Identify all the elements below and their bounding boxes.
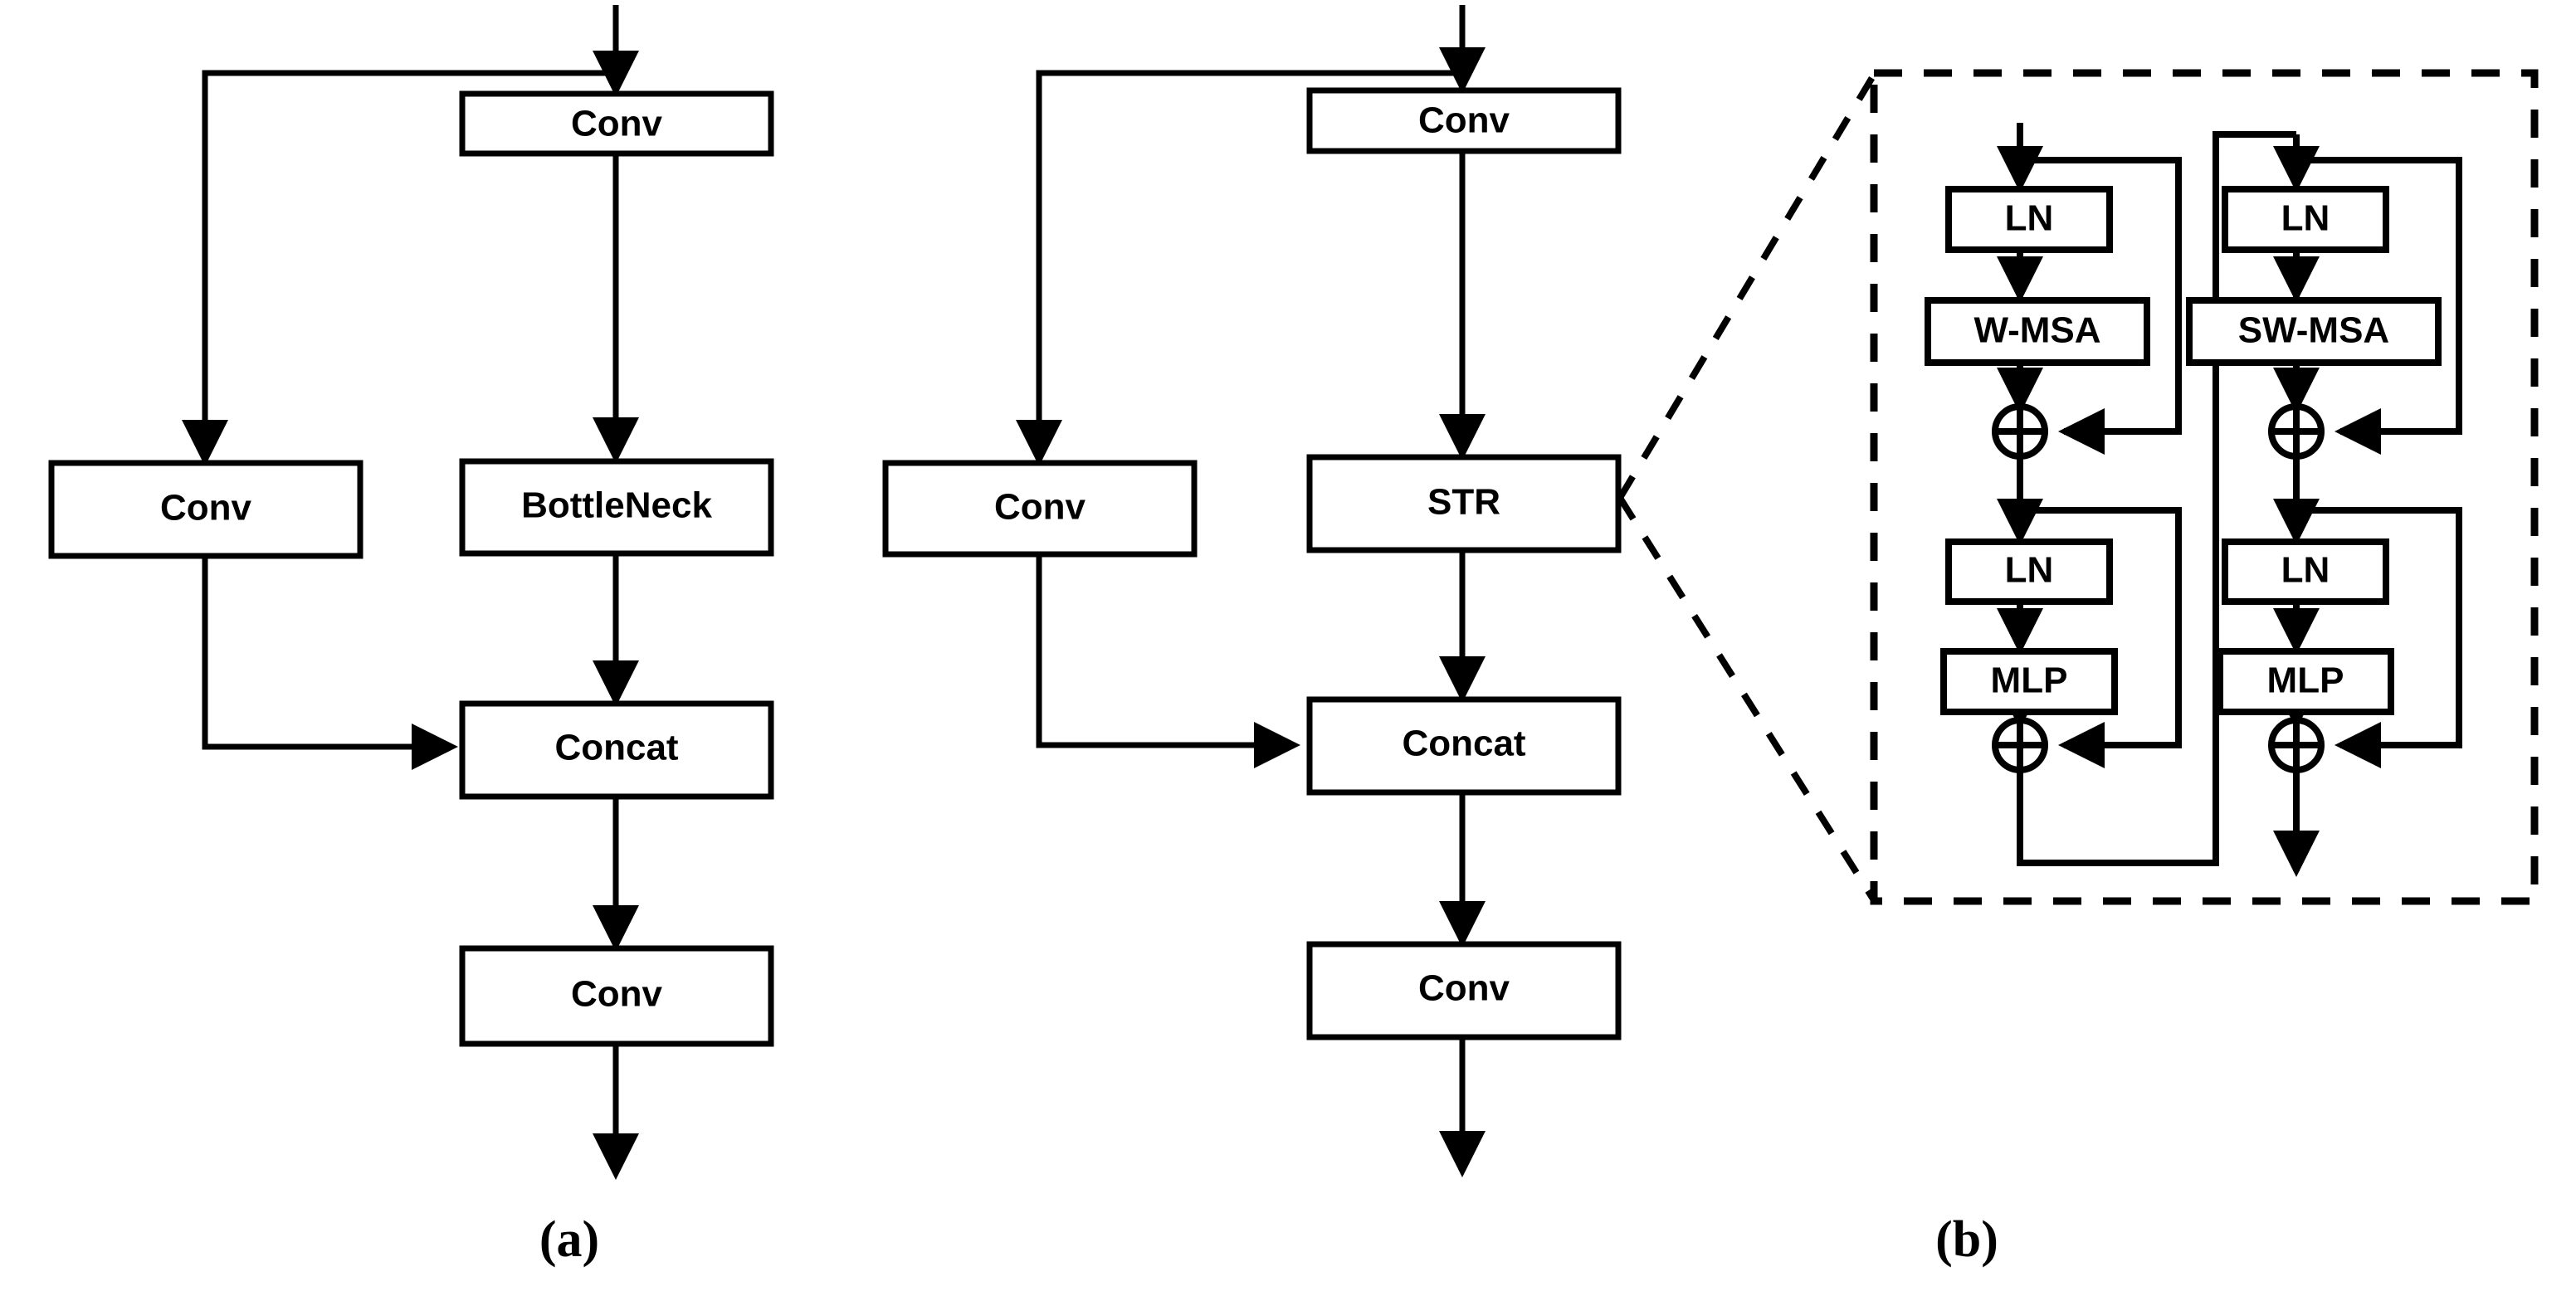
node-a-conv-left-label: Conv	[160, 488, 252, 529]
node-b-concat[interactable]: Concat	[1306, 696, 1622, 796]
node-ln2-left[interactable]: LN	[1945, 538, 2113, 605]
plus-glyph	[1995, 407, 2045, 456]
node-a-bottleneck[interactable]: BottleNeck	[459, 458, 774, 557]
node-a-conv-top[interactable]: Conv	[459, 90, 774, 157]
node-box	[1306, 87, 1622, 154]
panel-b: Conv Conv STR Concat Conv	[882, 5, 1998, 1268]
panel-b-caption: (b)	[1935, 1211, 1998, 1268]
node-a-conv-top-label: Conv	[571, 104, 663, 144]
plus-glyph	[1995, 720, 2045, 770]
node-ln2-right-label: LN	[2281, 550, 2330, 591]
node-b-str[interactable]: STR	[1306, 454, 1622, 553]
node-box	[1306, 696, 1622, 796]
node-b-conv-left[interactable]: Conv	[882, 460, 1198, 558]
node-ln1-left-label: LN	[2005, 198, 2054, 239]
edge-swmsa-residual1	[2296, 157, 2462, 455]
node-add2-right[interactable]	[2268, 717, 2325, 773]
node-box	[1940, 648, 2118, 715]
node-a-concat[interactable]: Concat	[459, 700, 774, 800]
str-detail-panel: LN W-MSA LN MLP	[1870, 69, 2539, 905]
edge-a-branch-to-conv-left	[182, 70, 616, 466]
node-box	[2186, 297, 2442, 366]
plus-glyph	[2271, 407, 2321, 456]
node-box	[1945, 538, 2113, 605]
edge-wmsa-residual1	[2020, 157, 2182, 455]
node-box	[459, 90, 774, 157]
node-box	[2222, 538, 2389, 605]
node-b-conv-top-label: Conv	[1418, 100, 1510, 141]
plus-glyph	[2271, 720, 2321, 770]
w-msa-edges	[1997, 123, 2296, 866]
node-b-conv-bottom-label: Conv	[1418, 968, 1510, 1009]
node-ln1-right[interactable]: LN	[2222, 186, 2389, 253]
callout-leader-lower	[1617, 495, 1877, 903]
node-a-concat-label: Concat	[554, 728, 678, 768]
node-wmsa[interactable]: W-MSA	[1925, 297, 2150, 366]
node-a-conv-left[interactable]: Conv	[48, 460, 363, 559]
node-swmsa-label: SW-MSA	[2238, 310, 2389, 351]
node-add1-left[interactable]	[1992, 403, 2048, 460]
node-box	[459, 458, 774, 557]
node-box	[2217, 648, 2394, 715]
node-box	[1306, 941, 1622, 1040]
node-add2-left[interactable]	[1992, 717, 2048, 773]
w-msa-block: LN W-MSA LN MLP	[1925, 123, 2296, 866]
callout-leader-lines	[1617, 72, 1877, 903]
node-box	[882, 460, 1198, 558]
node-ln1-right-label: LN	[2281, 198, 2330, 239]
panel-a: Conv Conv BottleNeck Concat Conv (a)	[48, 5, 774, 1268]
node-b-conv-left-label: Conv	[994, 487, 1086, 528]
edge-wmsa-residual2	[2020, 507, 2182, 768]
node-b-concat-label: Concat	[1402, 724, 1525, 764]
node-box	[1945, 186, 2113, 253]
node-mlp-right[interactable]: MLP	[2217, 648, 2394, 715]
node-a-conv-bottom[interactable]: Conv	[459, 945, 774, 1047]
node-mlp-left-label: MLP	[1991, 660, 2068, 701]
node-add1-right[interactable]	[2268, 403, 2325, 460]
node-ln2-left-label: LN	[2005, 550, 2054, 591]
str-detail-dashed-border	[1870, 69, 2539, 905]
node-a-conv-bottom-label: Conv	[571, 974, 663, 1015]
node-ln2-right[interactable]: LN	[2222, 538, 2389, 605]
edge-b-branch-to-conv-left	[1016, 70, 1462, 466]
panel-b-nodes: Conv Conv STR Concat Conv	[882, 87, 1622, 1040]
node-mlp-right-label: MLP	[2267, 660, 2344, 701]
sw-msa-edges	[2273, 134, 2462, 877]
node-b-conv-top[interactable]: Conv	[1306, 87, 1622, 154]
node-wmsa-label: W-MSA	[1973, 310, 2100, 351]
sw-msa-block: LN SW-MSA LN MLP	[2186, 134, 2462, 877]
node-box	[459, 700, 774, 800]
node-box	[48, 460, 363, 559]
callout-leader-upper	[1617, 72, 1877, 500]
panel-a-caption: (a)	[539, 1211, 599, 1268]
node-ln1-left[interactable]: LN	[1945, 186, 2113, 253]
panel-a-nodes: Conv Conv BottleNeck Concat Conv	[48, 90, 774, 1047]
panel-b-edges	[1016, 5, 1486, 1177]
node-box	[459, 945, 774, 1047]
edge-b-convleft-to-concat	[1036, 554, 1300, 768]
node-b-conv-bottom[interactable]: Conv	[1306, 941, 1622, 1040]
node-mlp-left[interactable]: MLP	[1940, 648, 2118, 715]
node-swmsa[interactable]: SW-MSA	[2186, 297, 2442, 366]
panel-a-edges	[182, 5, 639, 1180]
edge-a-convleft-to-concat	[202, 556, 458, 770]
node-box	[1306, 454, 1622, 553]
node-box	[2222, 186, 2389, 253]
edge-swmsa-residual2	[2296, 507, 2462, 768]
edge-wmsa-out-to-swmsa-in	[2017, 131, 2296, 866]
node-box	[1925, 297, 2150, 366]
node-a-bottleneck-label: BottleNeck	[521, 485, 712, 526]
node-b-str-label: STR	[1427, 482, 1500, 523]
